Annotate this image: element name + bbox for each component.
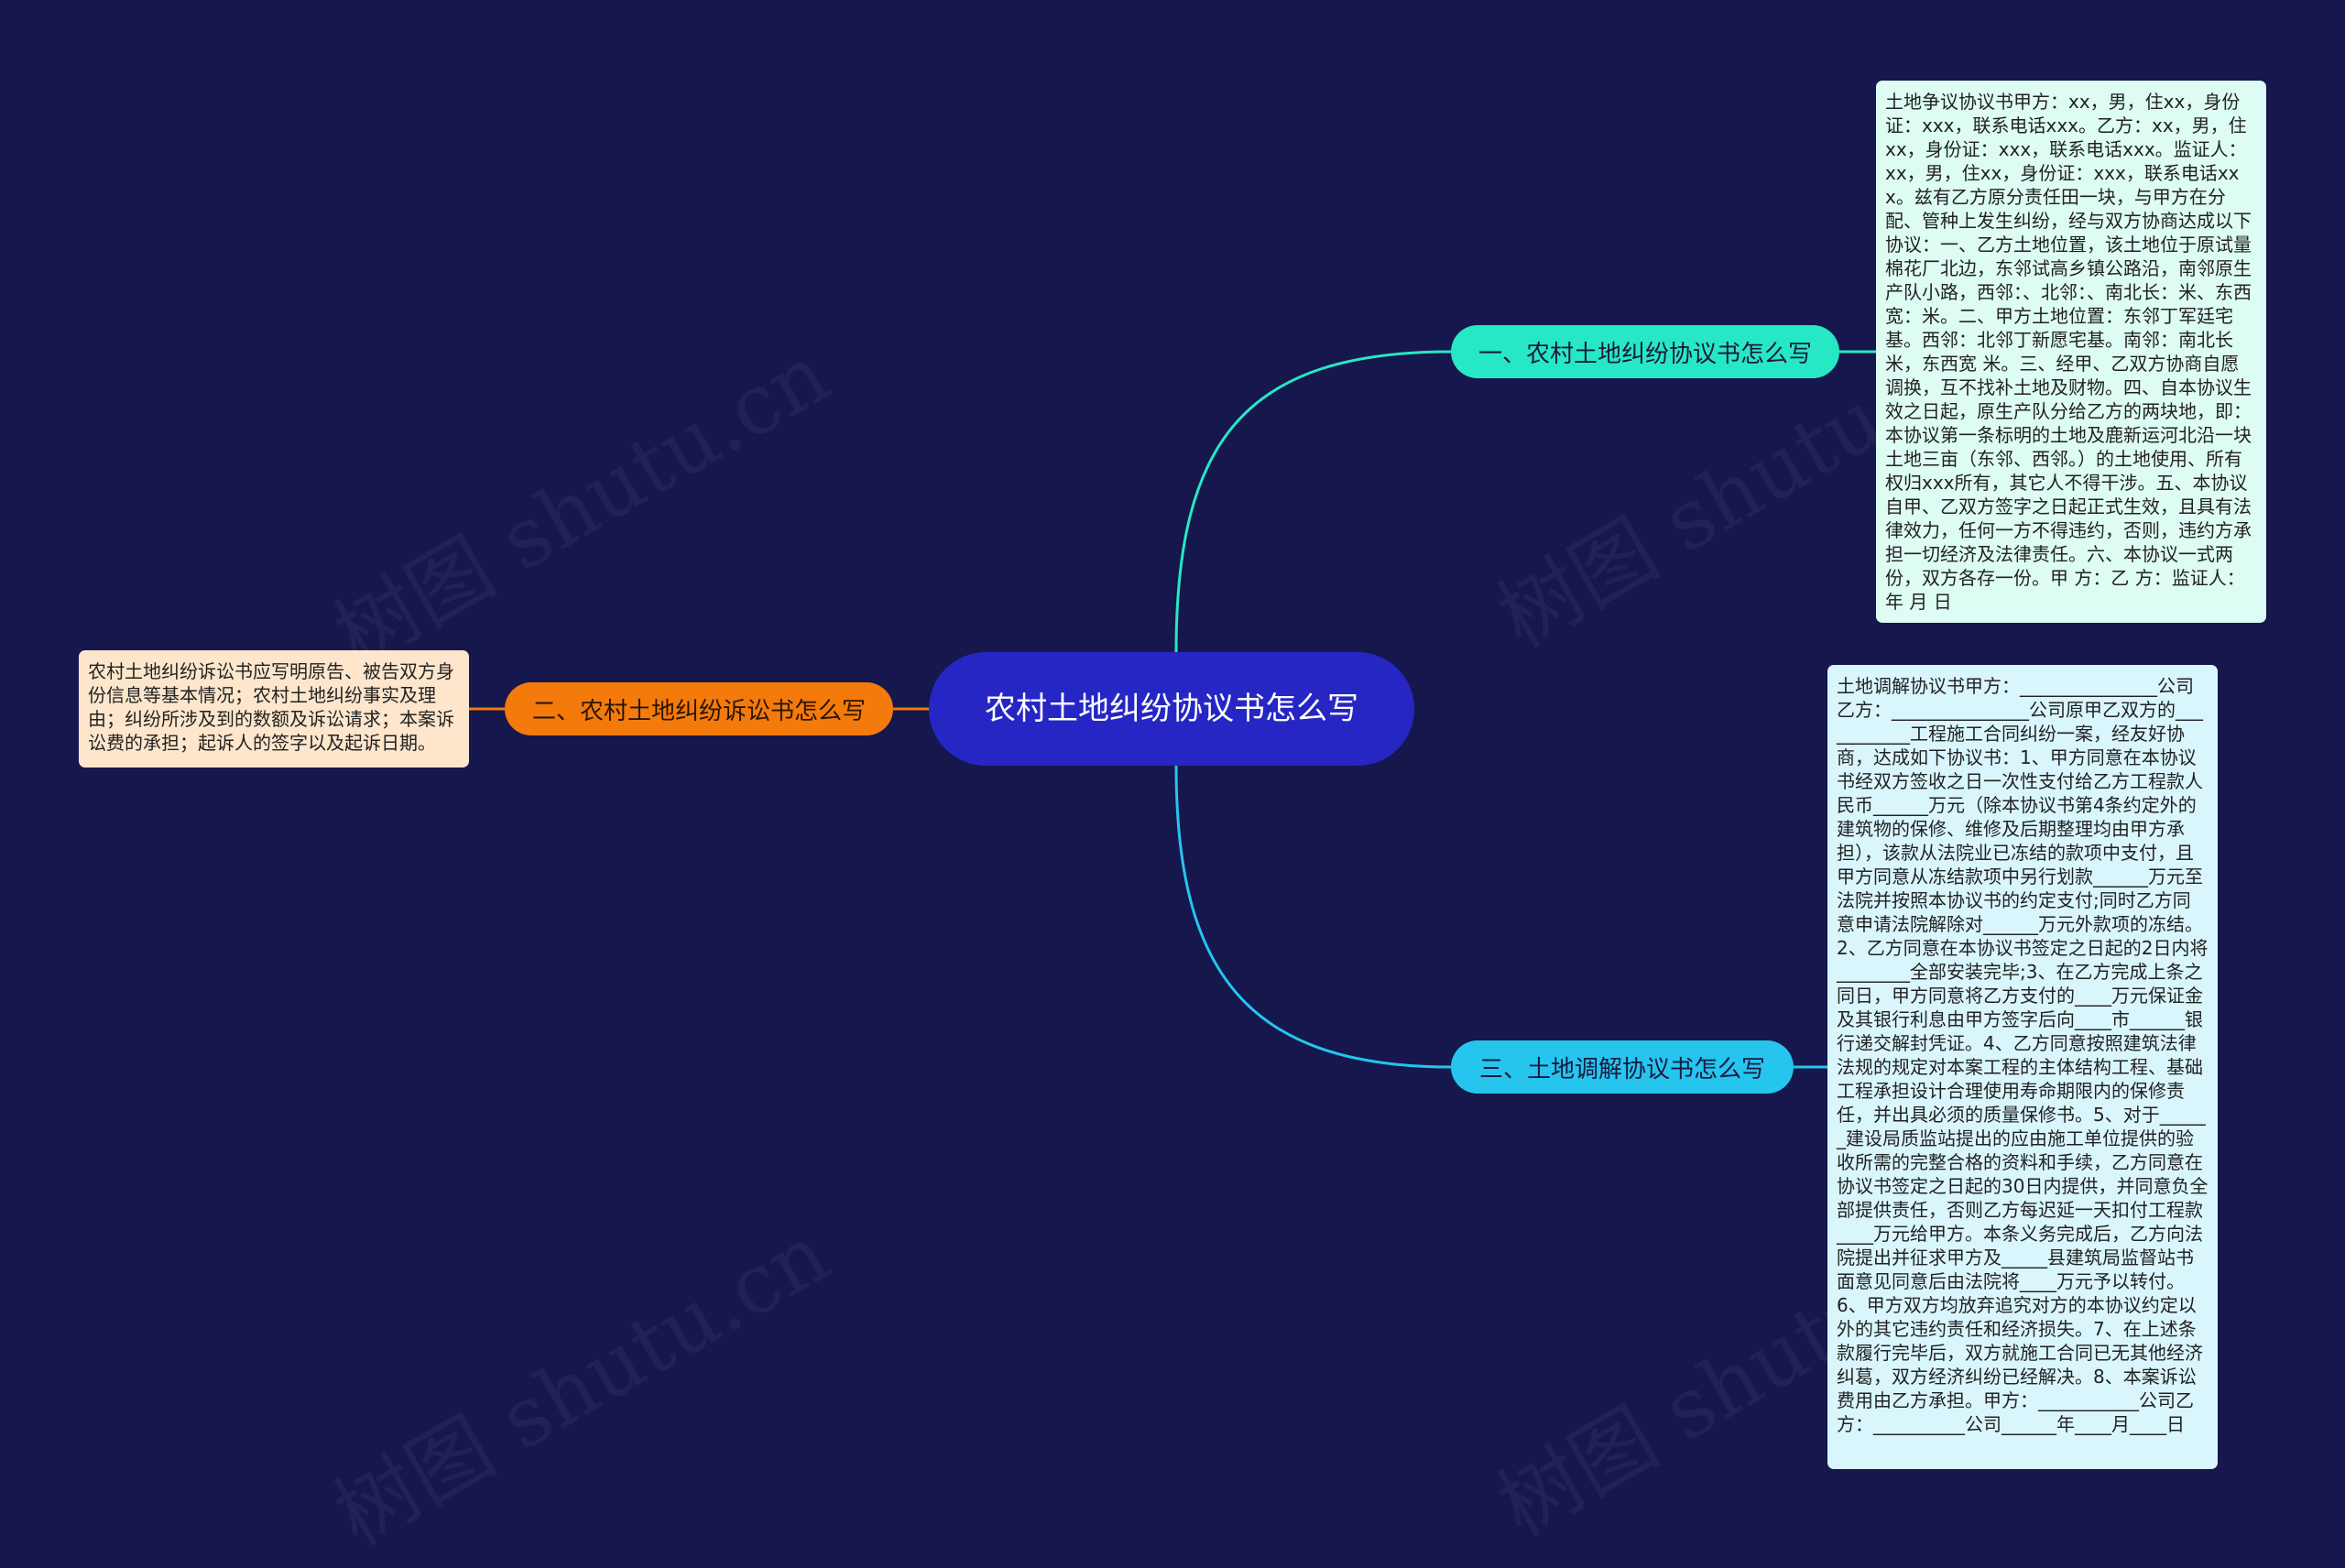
- branch-node-2[interactable]: 二、农村土地纠纷诉讼书怎么写: [505, 682, 893, 735]
- root-label: 农村土地纠纷协议书怎么写: [985, 691, 1358, 727]
- note-2-text: 农村土地纠纷诉讼书应写明原告、被告双方身份信息等基本情况；农村土地纠纷事实及理由…: [88, 660, 454, 754]
- branch-node-3[interactable]: 三、土地调解协议书怎么写: [1451, 1040, 1794, 1094]
- connector-root-branch3: [1174, 765, 1452, 1069]
- note-card-3[interactable]: 土地调解协议书甲方：_______________公司乙方：__________…: [1827, 665, 2218, 1469]
- root-node[interactable]: 农村土地纠纷协议书怎么写: [929, 652, 1414, 766]
- note-3-text: 土地调解协议书甲方：_______________公司乙方：__________…: [1837, 675, 2209, 1435]
- branch-2-label: 二、农村土地纠纷诉讼书怎么写: [531, 697, 866, 725]
- connector-root-branch1: [1174, 350, 1452, 653]
- note-1-text: 土地争议协议书甲方：xx，男，住xx，身份证：xxx，联系电话xxx。乙方：xx…: [1885, 91, 2252, 613]
- branch-node-1[interactable]: 一、农村土地纠纷协议书怎么写: [1451, 325, 1839, 378]
- branch-1-label: 一、农村土地纠纷协议书怎么写: [1478, 340, 1812, 368]
- note-card-2[interactable]: 农村土地纠纷诉讼书应写明原告、被告双方身份信息等基本情况；农村土地纠纷事实及理由…: [79, 650, 469, 768]
- branch-3-label: 三、土地调解协议书怎么写: [1478, 1055, 1765, 1083]
- note-card-1[interactable]: 土地争议协议书甲方：xx，男，住xx，身份证：xxx，联系电话xxx。乙方：xx…: [1876, 81, 2266, 623]
